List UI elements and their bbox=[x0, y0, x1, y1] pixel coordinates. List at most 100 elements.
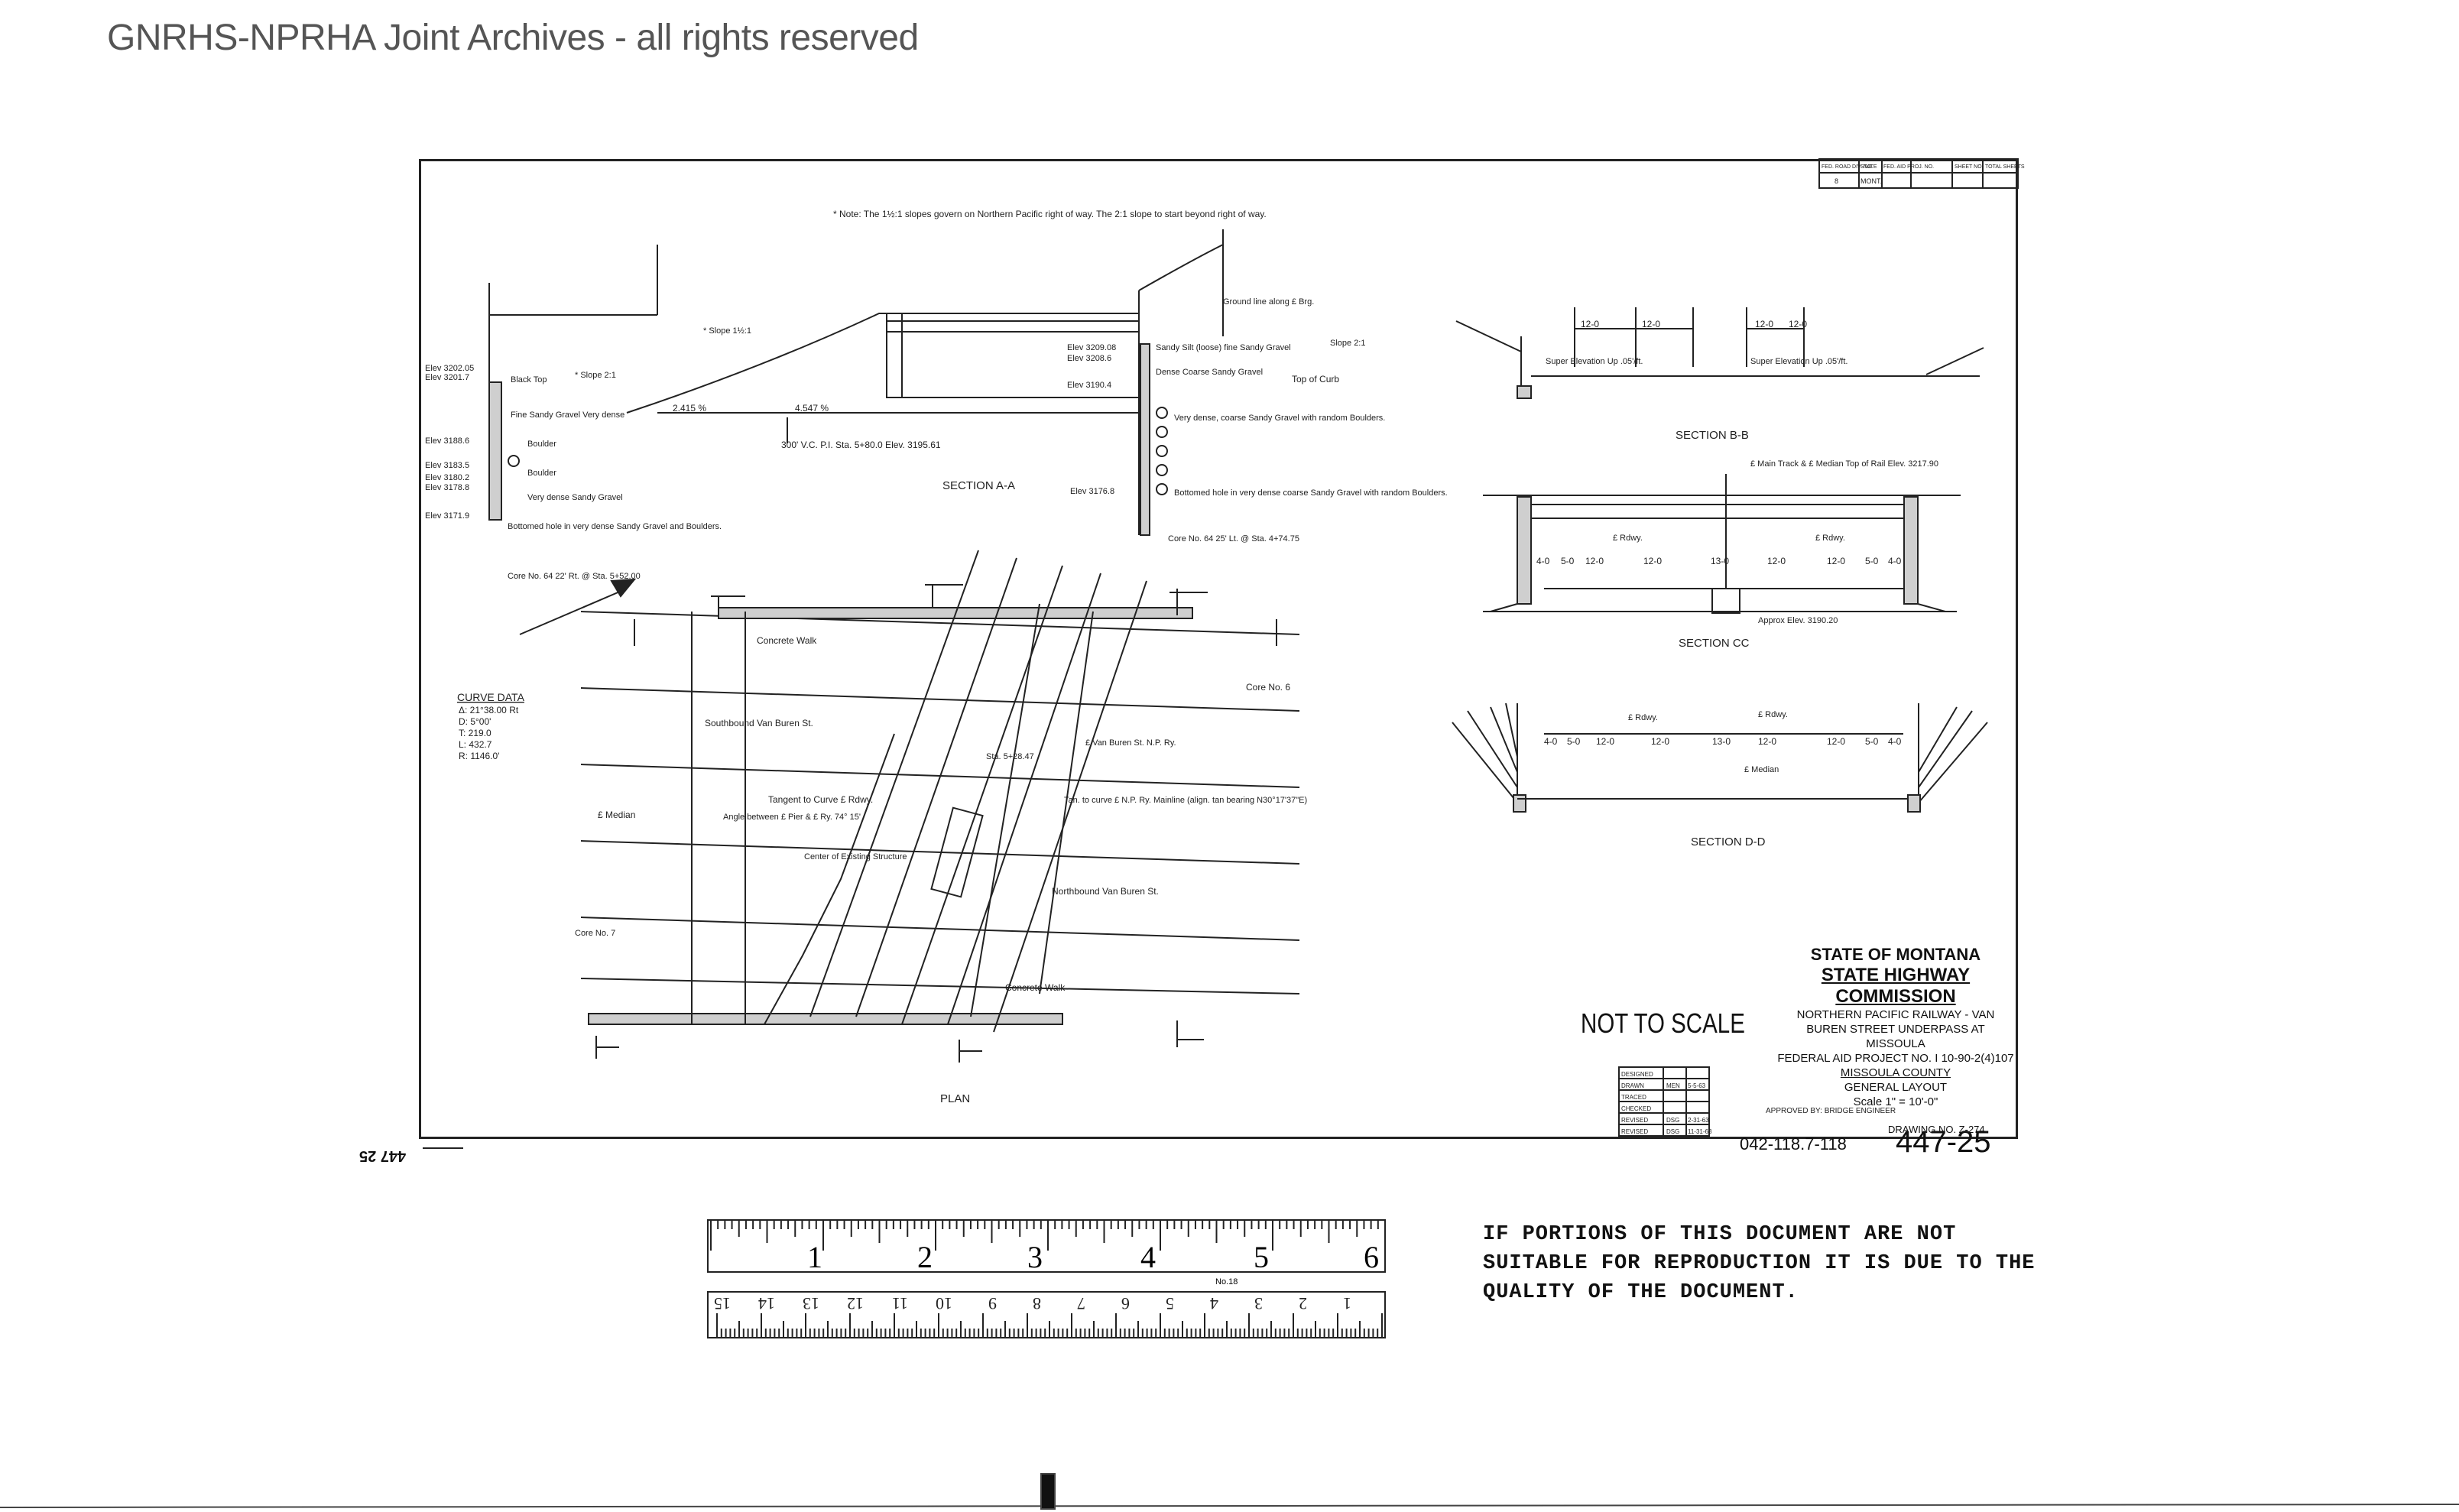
roadway-label: £ Rdwy. bbox=[1815, 534, 1845, 543]
ruler-inch-label: 2 bbox=[917, 1240, 933, 1274]
main-track-label: £ Main Track & £ Median Top of Rail Elev… bbox=[1750, 459, 1938, 469]
header-cell: TOTAL SHEETS bbox=[1985, 164, 2025, 170]
dimension-label: 12-0 bbox=[1827, 736, 1845, 747]
title-commission: STATE HIGHWAY COMMISSION bbox=[1821, 965, 1971, 1007]
approx-elev-label: Approx Elev. 3190.20 bbox=[1758, 616, 1838, 625]
elevation-label: Elev 3171.9 bbox=[425, 511, 469, 521]
concrete-walk-label: Concrete Walk bbox=[1005, 982, 1066, 993]
title-line: GENERAL LAYOUT bbox=[1844, 1081, 1948, 1094]
rev-cell: DSG bbox=[1666, 1128, 1679, 1135]
dimension-label: 12-0 bbox=[1827, 556, 1845, 566]
ruler-inch-label: 6 bbox=[1364, 1240, 1379, 1274]
concrete-walk-label: Concrete Walk bbox=[757, 635, 817, 646]
approved-by: APPROVED BY: BRIDGE ENGINEER bbox=[1766, 1107, 1896, 1115]
tangent-label: Tangent to Curve £ Rdwy. bbox=[768, 794, 873, 805]
drawing-note: * Note: The 1½:1 slopes govern on Northe… bbox=[833, 209, 1267, 219]
header-cell: FED. AID PROJ. NO. bbox=[1883, 164, 1934, 170]
soil-label: Very dense, coarse Sandy Gravel with ran… bbox=[1174, 414, 1385, 423]
ruler-inch-label: 5 bbox=[1254, 1240, 1269, 1274]
elevation-label: Elev 3176.8 bbox=[1070, 487, 1114, 496]
van-buren-label: £ Van Buren St. N.P. Ry. bbox=[1085, 738, 1176, 748]
dimension-label: 5-0 bbox=[1567, 736, 1581, 747]
elevation-label: Elev 3209.08 bbox=[1067, 343, 1116, 352]
tangent-curve-label: Tan. to curve £ N.P. Ry. Mainline (align… bbox=[1064, 796, 1307, 805]
title-line: BUREN STREET UNDERPASS AT bbox=[1806, 1023, 1985, 1036]
header-value: 8 bbox=[1835, 177, 1838, 185]
center-structure-label: Center of Existing Structure bbox=[804, 852, 907, 861]
dimension-label: 4-0 bbox=[1536, 556, 1550, 566]
ruler-cm-label: 8 bbox=[1033, 1294, 1041, 1313]
curve-data-title: CURVE DATA bbox=[457, 691, 525, 703]
title-block: STATE OF MONTANA STATE HIGHWAY COMMISSIO… bbox=[1773, 945, 2018, 1109]
grade-label: 2.415 % bbox=[673, 403, 706, 414]
dimension-label: 5-0 bbox=[1561, 556, 1575, 566]
soil-label: Boulder bbox=[527, 469, 556, 478]
ruler-cm-label: 5 bbox=[1166, 1294, 1174, 1313]
roadway-label: £ Rdwy. bbox=[1613, 534, 1643, 543]
section-dd-label: SECTION D-D bbox=[1691, 835, 1766, 848]
header-cell: SHEET NO. bbox=[1955, 164, 1984, 170]
ruler-inch-label: 1 bbox=[807, 1240, 822, 1274]
section-aa-label: SECTION A-A bbox=[942, 479, 1015, 492]
elevation-label: Elev 3190.4 bbox=[1067, 381, 1111, 390]
dimension-label: 12-0 bbox=[1758, 736, 1776, 747]
street-label: Northbound Van Buren St. bbox=[1052, 886, 1159, 897]
vertical-curve-label: 300' V.C. P.I. Sta. 5+80.0 Elev. 3195.61 bbox=[781, 440, 941, 450]
title-line: FEDERAL AID PROJECT NO. I 10-90-2(4)107 bbox=[1777, 1052, 2014, 1065]
title-line: MISSOULA bbox=[1866, 1037, 1925, 1050]
rev-cell: TRACED bbox=[1621, 1094, 1646, 1101]
elevation-label: Elev 3208.6 bbox=[1067, 354, 1111, 363]
soil-label: Very dense Sandy Gravel bbox=[527, 493, 623, 502]
quality-note: IF PORTIONS OF THIS DOCUMENT ARE NOT SUI… bbox=[1483, 1223, 2036, 1304]
title-line: Scale 1" = 10'-0" bbox=[1853, 1095, 1938, 1108]
flipped-sheet-label: 447 25 bbox=[359, 1147, 407, 1164]
elevation-label: Elev 3202.05 bbox=[425, 364, 474, 373]
dimension-label: 12-0 bbox=[1755, 319, 1773, 329]
ruler-cm-label: 3 bbox=[1254, 1294, 1263, 1313]
median-label: £ Median bbox=[1744, 765, 1779, 774]
slope-label: Slope 2:1 bbox=[1330, 339, 1365, 348]
title-state: STATE OF MONTANA bbox=[1810, 945, 1981, 964]
elevation-label: Elev 3201.7 bbox=[425, 373, 469, 382]
ruler-inch-label: 4 bbox=[1140, 1240, 1156, 1274]
rev-cell: 2-31-63 bbox=[1688, 1117, 1709, 1124]
curve-data-line: L: 432.7 bbox=[459, 739, 492, 750]
median-label: £ Median bbox=[598, 810, 635, 820]
drawing-sheet bbox=[419, 159, 2018, 1139]
super-elevation-label: Super Elevation Up .05'/ft. bbox=[1750, 357, 1847, 366]
header-cell: FED. ROAD DIV. NO. bbox=[1822, 164, 1873, 170]
title-line: MISSOULA COUNTY bbox=[1840, 1066, 1951, 1079]
ruler-inch-label: 3 bbox=[1027, 1240, 1043, 1274]
soil-label: Bottomed hole in very dense Sandy Gravel… bbox=[508, 522, 722, 531]
rev-cell: DESIGNED bbox=[1621, 1071, 1653, 1078]
dimension-label: 5-0 bbox=[1865, 556, 1879, 566]
dimension-label: 4-0 bbox=[1888, 736, 1902, 747]
ruler-cm-label: 15 bbox=[714, 1294, 731, 1313]
elevation-label: Elev 3178.8 bbox=[425, 483, 469, 492]
header-value: MONT. bbox=[1860, 177, 1882, 185]
section-cc-label: SECTION CC bbox=[1679, 637, 1750, 650]
dimension-label: 12-0 bbox=[1643, 556, 1662, 566]
ruler-cm-label: 10 bbox=[936, 1294, 952, 1313]
dimension-label: 13-0 bbox=[1711, 556, 1729, 566]
soil-label: Dense Coarse Sandy Gravel bbox=[1156, 368, 1263, 377]
dimension-label: 12-0 bbox=[1651, 736, 1669, 747]
elevation-label: Elev 3183.5 bbox=[425, 461, 469, 470]
rev-cell: DSG bbox=[1666, 1117, 1679, 1124]
ruler-cm-label: 7 bbox=[1077, 1294, 1085, 1313]
core-label: Core No. 64 22' Rt. @ Sta. 5+52.00 bbox=[508, 572, 641, 581]
curve-data-line: D: 5°00' bbox=[459, 716, 491, 727]
dimension-label: 4-0 bbox=[1888, 556, 1902, 566]
rev-cell: MEN bbox=[1666, 1082, 1680, 1089]
rev-cell: DRAWN bbox=[1621, 1082, 1644, 1089]
soil-label: Boulder bbox=[527, 440, 556, 449]
dimension-label: 12-0 bbox=[1581, 319, 1599, 329]
rev-cell: REVISED bbox=[1621, 1117, 1648, 1124]
black-top-label: Black Top bbox=[511, 375, 547, 384]
file-number: 042-118.7-118 bbox=[1740, 1134, 1847, 1153]
ruler-model: No.18 bbox=[1215, 1277, 1238, 1286]
slope-label: * Slope 1½:1 bbox=[703, 326, 751, 336]
ruler-cm-label: 11 bbox=[892, 1294, 908, 1313]
